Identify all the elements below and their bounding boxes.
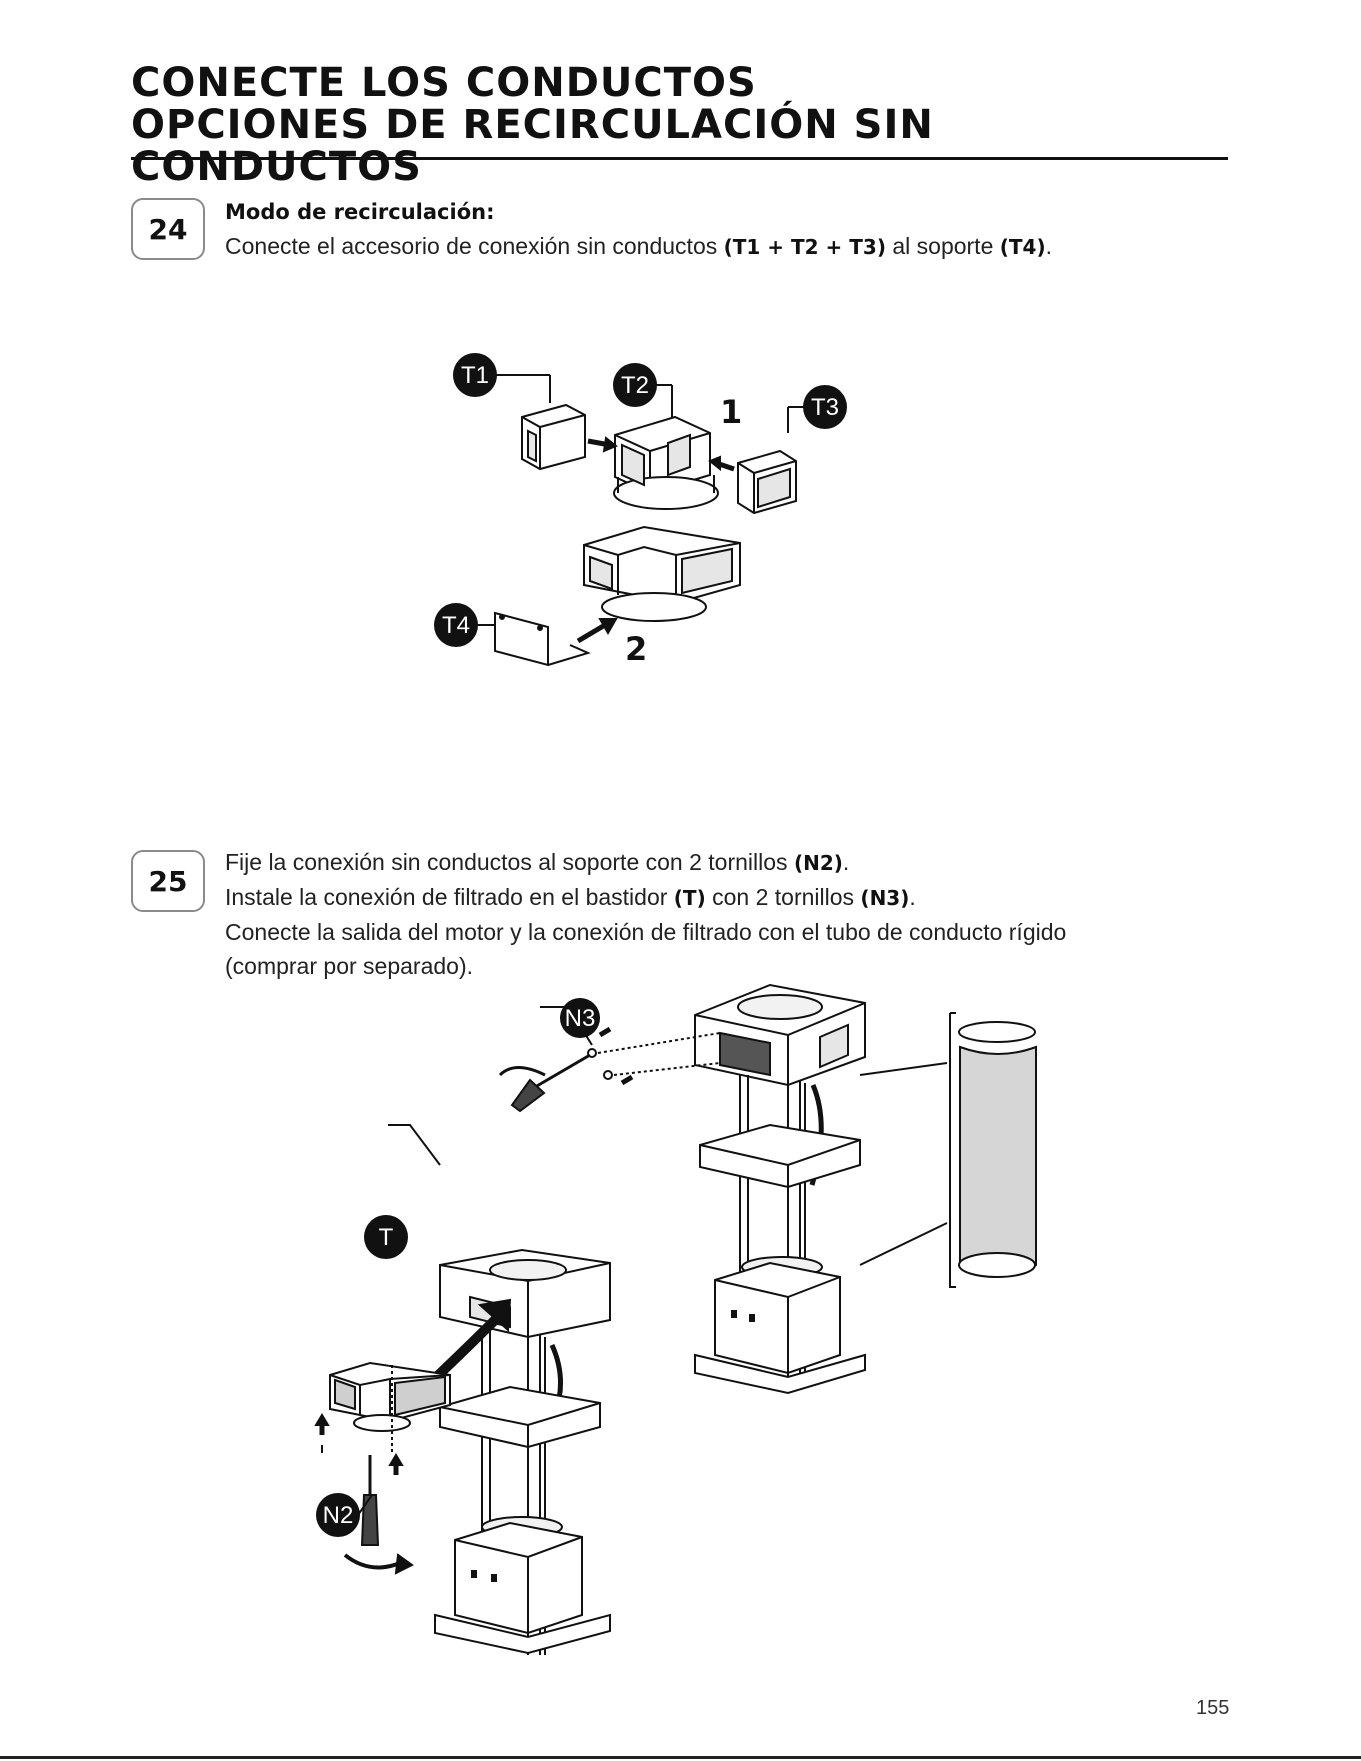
- callout-n2-label: N2: [323, 1502, 354, 1529]
- step-24-text-b: al soporte: [885, 233, 1000, 259]
- callout-t: [364, 1215, 408, 1259]
- title-line-2: OPCIONES DE RECIRCULACIÓN SIN CONDUCTOS: [131, 102, 934, 190]
- callout-t4: [434, 603, 478, 647]
- callout-t2-label: T2: [621, 372, 649, 399]
- step-24-part-t4: (T4): [999, 235, 1046, 259]
- step-25-text: Fije la conexión sin conductos al soport…: [225, 845, 1066, 983]
- callout-n3-label: N3: [565, 1005, 596, 1032]
- screwdriver-upper: [498, 1053, 591, 1113]
- callout-t-label: T: [379, 1224, 394, 1251]
- n2-screws: [314, 1365, 404, 1475]
- step-25-illustration: N3 T N2: [314, 983, 1037, 1655]
- rigid-duct-tube: [949, 1012, 1037, 1288]
- step-24-illustration: T1 T2 T3 T4 1 2: [434, 353, 847, 668]
- callout-t2: [613, 363, 657, 407]
- sub-step-1-number: 1: [720, 393, 742, 431]
- callout-t3: [803, 385, 847, 429]
- step-24-text: Modo de recirculación: Conecte el acceso…: [225, 195, 1052, 264]
- arrow-step-2: [576, 622, 607, 644]
- step-25-line-1-end: .: [842, 849, 850, 875]
- page-number: 155: [1196, 1697, 1230, 1719]
- step-25-part-t: (T): [673, 886, 706, 910]
- step-25-part-n3: (N3): [860, 886, 910, 910]
- step-25-line-4: (comprar por separado).: [225, 953, 473, 979]
- step-25-part-n2: (N2): [793, 851, 843, 875]
- t2-adapter: [613, 415, 719, 510]
- t1-adapter: [521, 403, 586, 471]
- n3-screws: [587, 1026, 721, 1086]
- callout-n3: [560, 998, 600, 1038]
- title-underline: [131, 157, 1228, 160]
- step-25-line-2: Instale la conexión de filtrado en el ba…: [225, 880, 1066, 915]
- frame-t-assembly: [424, 1248, 611, 1655]
- t4-bracket: [494, 611, 591, 667]
- title-line-1: CONECTE LOS CONDUCTOS: [131, 60, 757, 106]
- step-25-line-2-end: .: [909, 884, 916, 910]
- step-24-text-c: .: [1045, 233, 1052, 259]
- callout-t3-label: T3: [811, 394, 839, 421]
- step-24-text-a: Conecte el accesorio de conexión sin con…: [225, 233, 724, 259]
- callout-t4-label: T4: [442, 612, 470, 639]
- step-25-line-3: Conecte la salida del motor y la conexió…: [225, 919, 1067, 945]
- ductless-connection: [329, 1361, 451, 1432]
- step-24-instruction: Conecte el accesorio de conexión sin con…: [225, 229, 1052, 264]
- step-25-line-2-text-a: Instale la conexión de filtrado en el ba…: [225, 884, 674, 910]
- installed-frame-assembly: [694, 983, 866, 1395]
- step-25-line-2-text-b: con 2 tornillos: [705, 884, 861, 910]
- assembled-adapter: [583, 525, 741, 622]
- bottom-rule: [0, 1756, 1361, 1759]
- t3-adapter: [737, 449, 797, 515]
- step-25-line-1: Fije la conexión sin conductos al soport…: [225, 845, 1066, 880]
- step-25-line-1-text: Fije la conexión sin conductos al soport…: [225, 849, 794, 875]
- callout-t1-label: T1: [461, 362, 489, 389]
- step-24-parts-t1-t2-t3: (T1 + T2 + T3): [723, 235, 886, 259]
- step-25-badge: 25: [131, 850, 205, 912]
- step-24-heading: Modo de recirculación:: [225, 200, 495, 224]
- page-title: CONECTE LOS CONDUCTOS OPCIONES DE RECIRC…: [131, 62, 1231, 188]
- callout-n2: [316, 1493, 360, 1537]
- sub-step-2-number: 2: [625, 630, 647, 668]
- step-24-badge: 24: [131, 198, 205, 260]
- callout-t1: [453, 353, 497, 397]
